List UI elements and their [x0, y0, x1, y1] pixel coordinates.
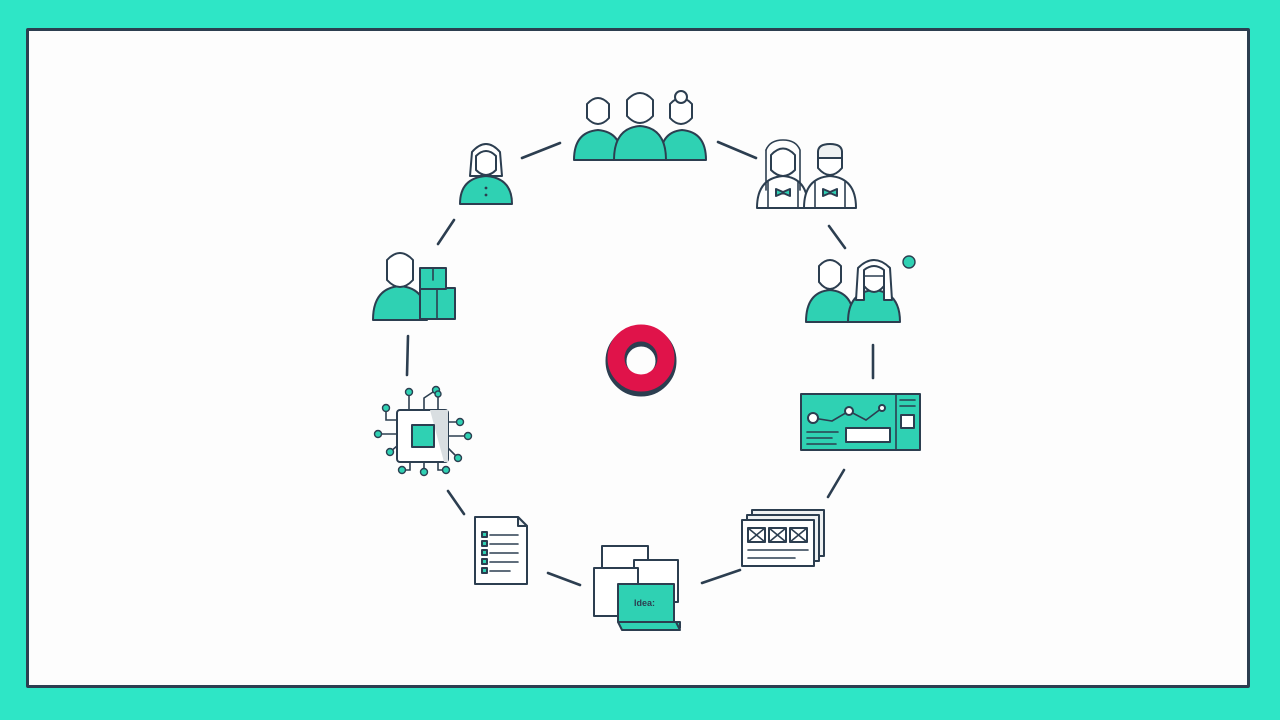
idea-note-label: Idea: [634, 598, 655, 608]
connector-7 [546, 571, 582, 587]
connector-2 [716, 140, 758, 160]
pair-with-notification-icon [805, 255, 916, 323]
woman-avatar-icon [459, 143, 513, 205]
wireframe-browser-icon [741, 509, 825, 567]
connector-8 [446, 489, 466, 516]
person-with-boxes-icon [372, 252, 456, 321]
connector-1 [520, 141, 562, 160]
connector-10 [436, 218, 456, 246]
team-of-three-icon [573, 90, 707, 161]
cycle-connectors [405, 140, 875, 587]
connector-9 [405, 334, 410, 377]
connector-3 [827, 224, 847, 250]
sticky-notes-idea-icon: Idea: [593, 545, 681, 631]
connector-5 [826, 468, 846, 499]
analytics-dashboard-icon [800, 393, 921, 451]
circuit-chip-icon [373, 385, 473, 477]
waiter-couple-icon [756, 139, 857, 209]
checklist-document-icon [474, 516, 528, 585]
red-ring-icon [605, 324, 677, 397]
connector-6 [700, 568, 742, 585]
